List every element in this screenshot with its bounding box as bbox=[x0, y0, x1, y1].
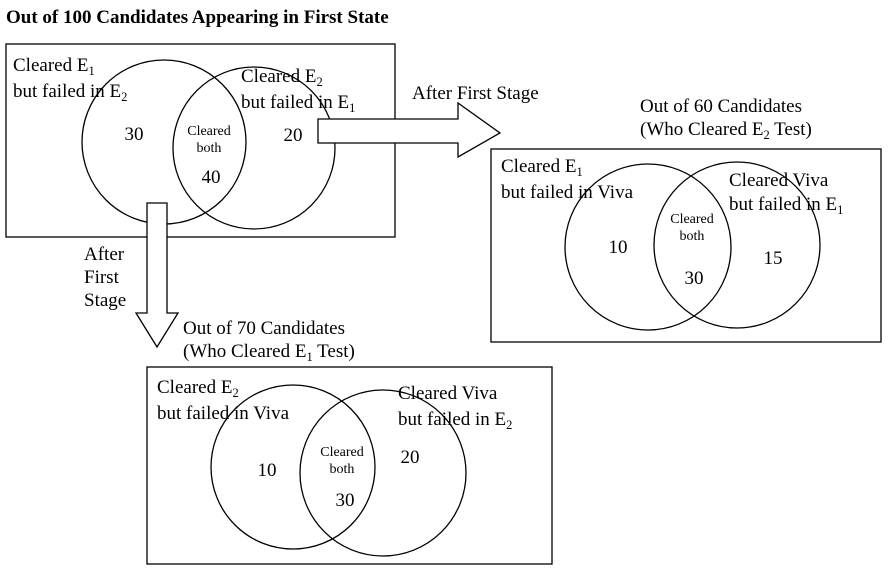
panel1-right-label-line2: but failed in E1 bbox=[241, 92, 355, 115]
panel3-right-label-line2: but failed in E2 bbox=[398, 409, 512, 432]
panel2-heading-line2: (Who Cleared E2 Test) bbox=[640, 119, 812, 142]
panel2-left-circle bbox=[564, 163, 732, 331]
panel1-left-label-line1: Cleared E1 bbox=[13, 55, 95, 78]
panel3-left-label-line2: but failed in Viva bbox=[157, 403, 290, 424]
panel3-center-label-line2: both bbox=[330, 462, 355, 477]
panel1-right-circle bbox=[172, 66, 336, 230]
panel1-right-label-line1: Cleared E2 bbox=[241, 66, 323, 89]
panel2-left-label-line2: but failed in Viva bbox=[501, 182, 634, 203]
panel3-heading-line1: Out of 70 Candidates bbox=[183, 318, 345, 339]
down-arrow-label-line2: First bbox=[84, 267, 120, 288]
down-arrow bbox=[134, 202, 180, 349]
panel1-left-value: 30 bbox=[125, 124, 144, 145]
panel1-left-label-line2: but failed in E2 bbox=[13, 81, 127, 104]
panel-e2-cleared: Out of 60 Candidates (Who Cleared E2 Tes… bbox=[490, 96, 882, 343]
panel3-center-value: 30 bbox=[336, 490, 355, 511]
panel2-right-value: 15 bbox=[764, 248, 783, 269]
panel3-right-value: 20 bbox=[401, 447, 420, 468]
diagram-title: Out of 100 Candidates Appearing in First… bbox=[6, 7, 389, 28]
panel2-left-value: 10 bbox=[609, 237, 628, 258]
down-arrow-label-line1: After bbox=[84, 244, 125, 265]
panel2-box bbox=[490, 148, 882, 343]
panel2-left-label-line1: Cleared E1 bbox=[501, 156, 583, 179]
panel-e1-cleared: Out of 70 Candidates (Who Cleared E1 Tes… bbox=[146, 318, 553, 565]
panel3-center-label-line1: Cleared bbox=[320, 445, 364, 460]
panel2-right-label-line1: Cleared Viva bbox=[729, 170, 829, 191]
right-arrow-label: After First Stage bbox=[412, 83, 539, 104]
panel3-right-circle bbox=[299, 389, 467, 557]
panel1-center-label-line1: Cleared bbox=[187, 124, 231, 139]
panel2-heading-line1: Out of 60 Candidates bbox=[640, 96, 802, 117]
panel1-center-label-line2: both bbox=[197, 141, 222, 156]
panel1-center-value: 40 bbox=[202, 167, 221, 188]
panel2-center-label-line1: Cleared bbox=[670, 212, 714, 227]
panel3-left-circle bbox=[210, 384, 376, 550]
panel3-left-value: 10 bbox=[258, 460, 277, 481]
panel2-center-label-line2: both bbox=[680, 229, 705, 244]
panel-first-stage: Cleared E1 but failed in E2 Cleared E2 b… bbox=[5, 43, 396, 238]
panel3-heading-line2: (Who Cleared E1 Test) bbox=[183, 341, 355, 364]
panel2-right-circle bbox=[653, 161, 821, 329]
panel1-right-value: 20 bbox=[284, 125, 303, 146]
down-arrow-label-line3: Stage bbox=[84, 290, 126, 311]
panel3-left-label-line1: Cleared E2 bbox=[157, 377, 239, 400]
panel3-right-label-line1: Cleared Viva bbox=[398, 383, 498, 404]
panel2-right-label-line2: but failed in E1 bbox=[729, 194, 843, 217]
panel3-box bbox=[146, 366, 553, 565]
panel2-center-value: 30 bbox=[685, 268, 704, 289]
right-arrow bbox=[317, 101, 502, 159]
